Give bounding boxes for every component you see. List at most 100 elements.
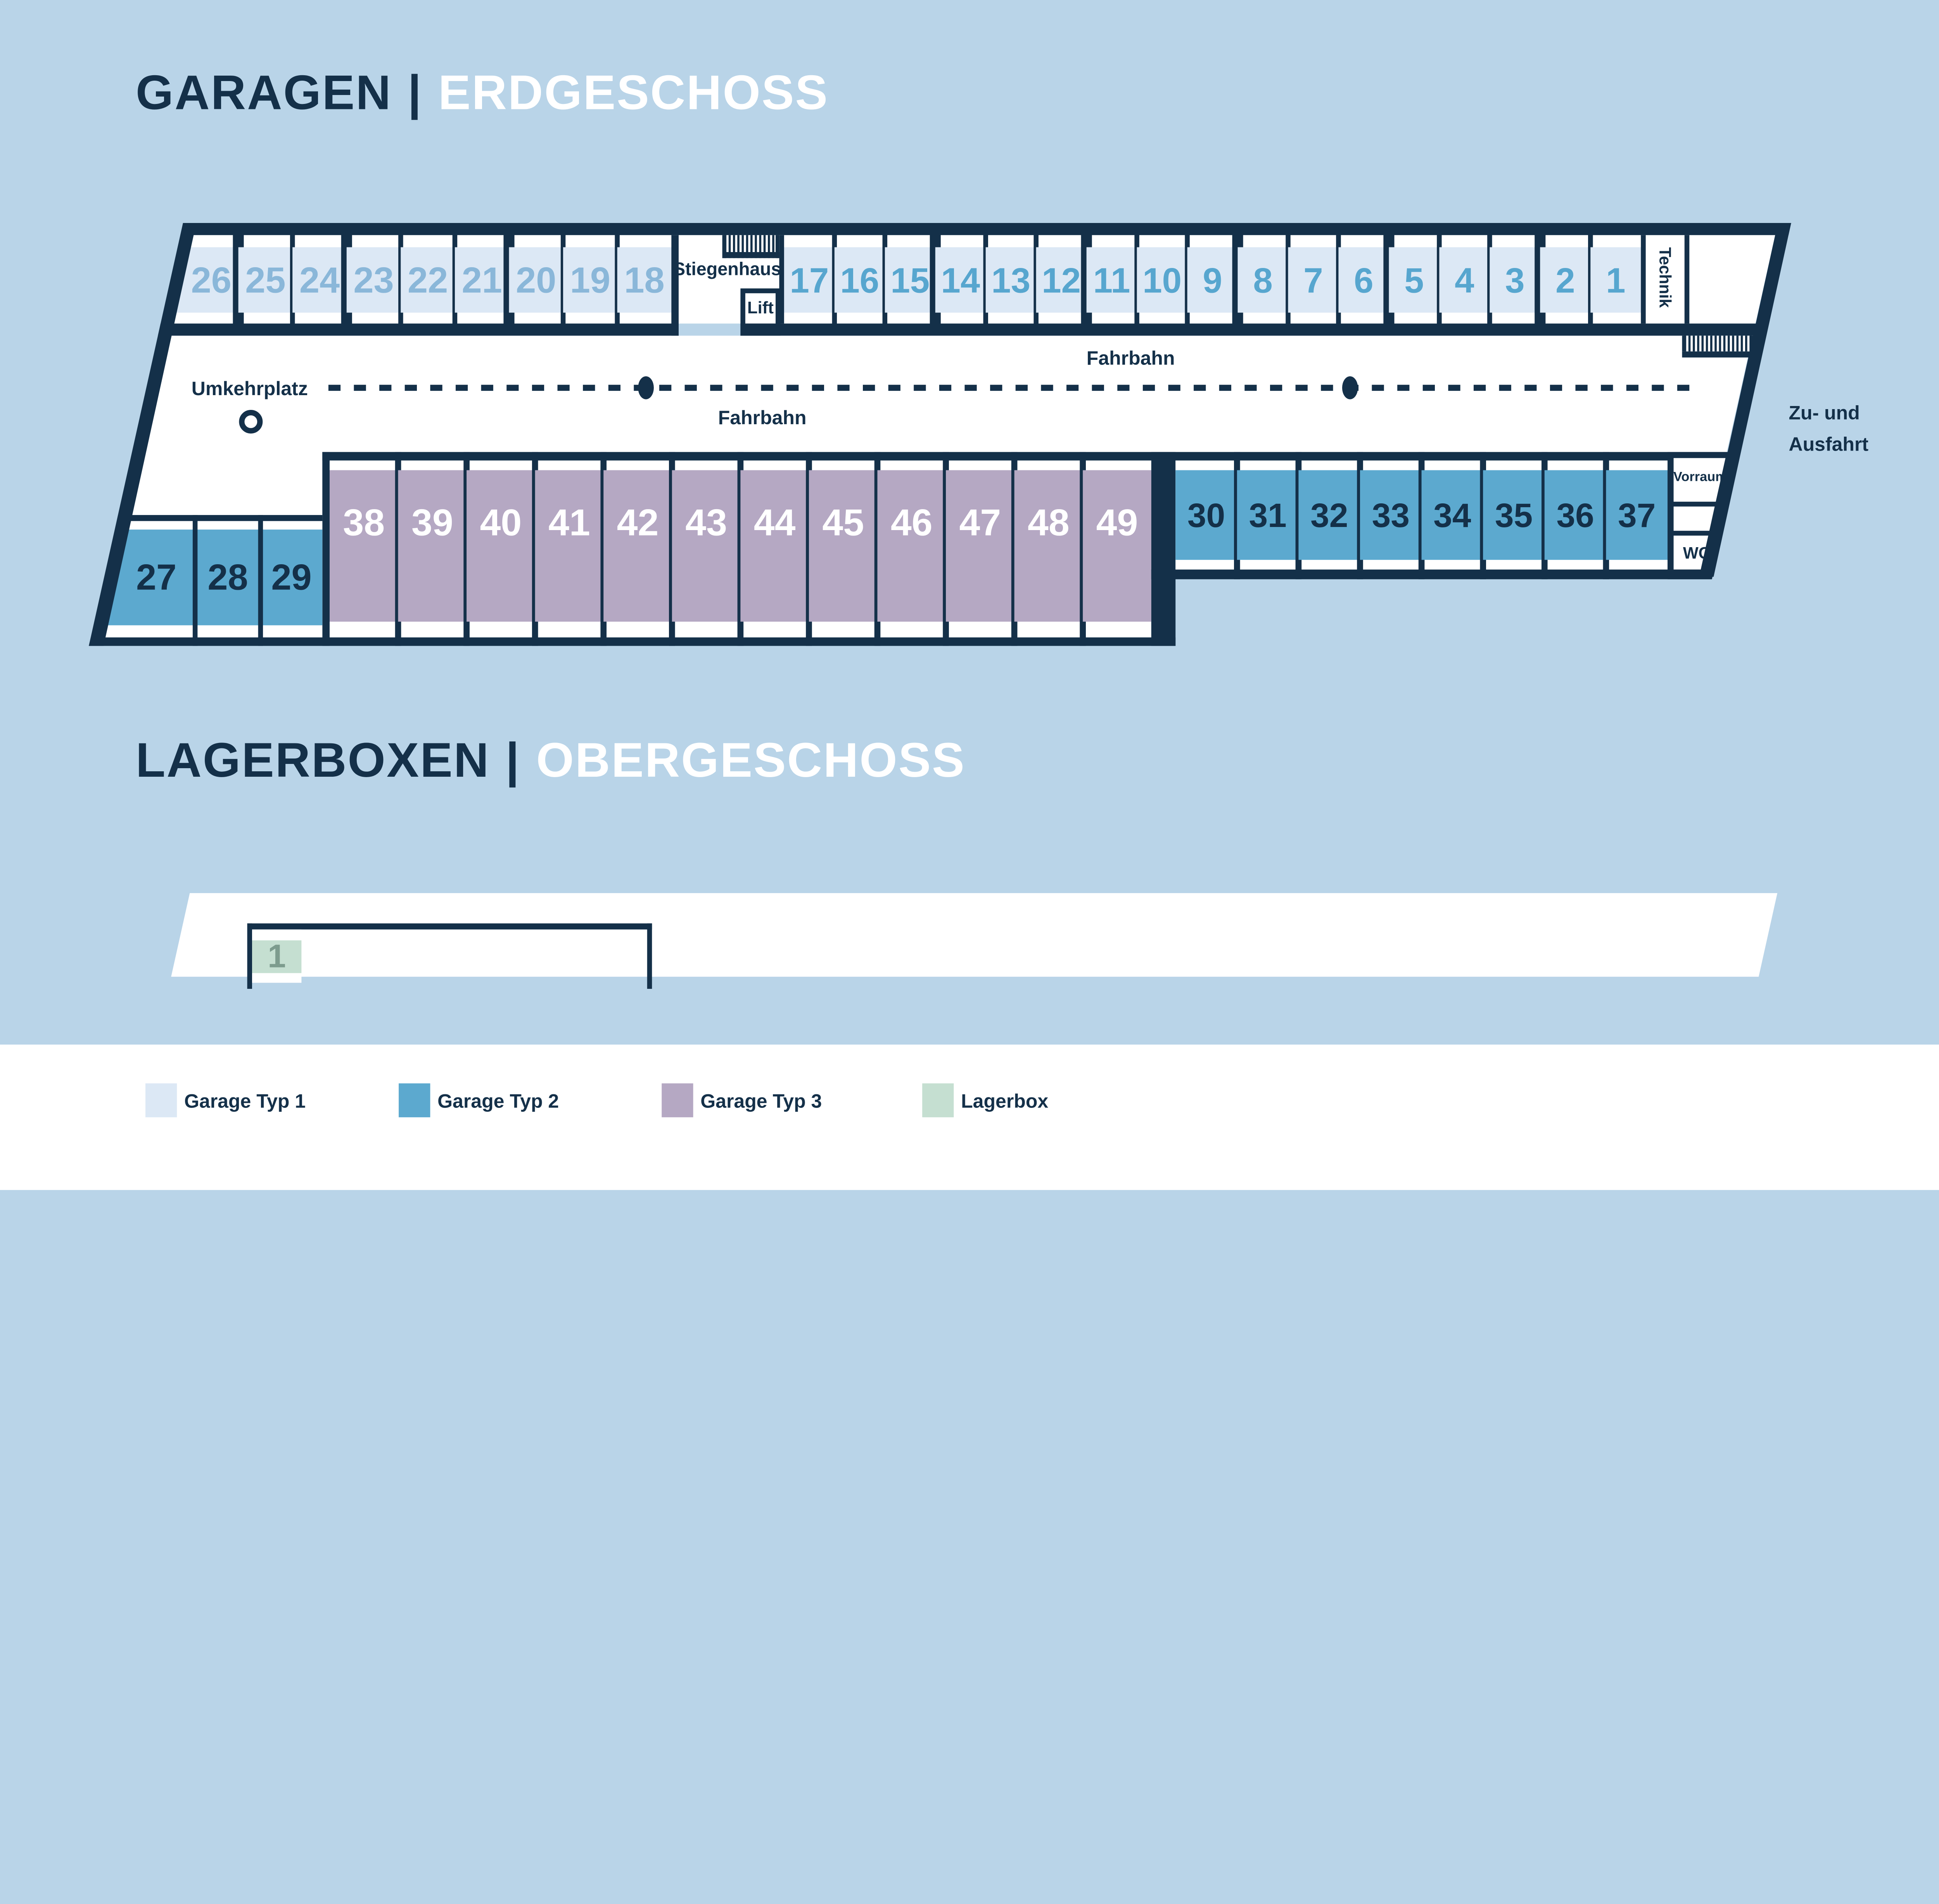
cell-number-31: 31 xyxy=(1249,496,1286,534)
eg-garage-cell-fill-45 xyxy=(809,470,878,622)
eg-garage-top-left-cell-fill-21 xyxy=(455,247,509,313)
cell-number-23: 23 xyxy=(353,260,394,301)
eg-outer-wall-right xyxy=(1700,223,1791,577)
cell-number-30: 30 xyxy=(1187,496,1225,534)
cell-number-9: 9 xyxy=(1203,261,1222,301)
eg-zufahrt-label-line2: Ausfahrt xyxy=(1789,434,1869,455)
title-separator: | xyxy=(408,66,422,120)
cell-number-10: 10 xyxy=(1142,261,1182,301)
eg-garage-top-right-cell-fill-10 xyxy=(1137,247,1187,313)
cell-number-29: 29 xyxy=(271,556,311,597)
eg-garage-top-left-group xyxy=(176,231,672,330)
legend-label-typ1: Garage Typ 1 xyxy=(184,1090,306,1112)
eg-vorraum-label: Vorraum xyxy=(1673,470,1727,484)
eg-wc-room xyxy=(1673,536,1708,570)
eg-anteroom-room xyxy=(1673,506,1715,531)
eg-garage-cell-fill-38 xyxy=(330,470,398,622)
legend-label-typ3: Garage Typ 3 xyxy=(700,1090,822,1112)
cell-number-42: 42 xyxy=(617,501,659,544)
eg-garage-cell-fill-42 xyxy=(603,470,672,622)
cell-number-41: 41 xyxy=(548,501,590,544)
og-interior xyxy=(171,893,1778,977)
cell-number-25: 25 xyxy=(245,260,285,301)
eg-garage-top-right-cell-fill-7 xyxy=(1288,247,1339,313)
cell-number-39: 39 xyxy=(411,501,453,544)
eg-garage-top-right-cell-fill-4 xyxy=(1439,247,1490,313)
eg-garage-top-right-cell-fill-14 xyxy=(935,247,986,313)
legend-swatch-typ2 xyxy=(399,1083,430,1118)
legend-label-lagerbox: Lagerbox xyxy=(961,1090,1048,1112)
cell-number-48: 48 xyxy=(1028,501,1070,544)
eg-garage-cell-fill-49 xyxy=(1083,470,1151,622)
cell-number-11: 11 xyxy=(1093,261,1130,301)
plan-erdgeschoss xyxy=(89,223,1791,646)
eg-garage-cell-fill-41 xyxy=(535,470,604,622)
legend-swatch-typ3 xyxy=(662,1083,693,1118)
title-erdgeschoss-light: ERDGESCHOSS xyxy=(438,66,829,119)
eg-fahrbahn-label-right: Fahrbahn xyxy=(1087,347,1175,369)
eg-lift-label: Lift xyxy=(747,298,774,317)
eg-garage-top-right-cell-fill-15 xyxy=(885,247,935,313)
eg-garage-cell-fill-48 xyxy=(1014,470,1083,622)
wall-divider xyxy=(192,515,198,646)
cell-number-22: 22 xyxy=(408,260,448,301)
cell-number-1: 1 xyxy=(1606,261,1625,301)
title-garagen-dark: GARAGEN xyxy=(136,66,392,119)
lane-marker-dot xyxy=(1342,376,1358,399)
cell-number-36: 36 xyxy=(1556,496,1594,534)
eg-garage-cell-fill-36 xyxy=(1544,470,1606,560)
eg-zufahrt-label-line1: Zu- und xyxy=(1789,402,1860,423)
eg-garage-cell-fill-32 xyxy=(1298,470,1360,560)
eg-garage-cell-fill-34 xyxy=(1421,470,1483,560)
legend: Garage Typ 1 Garage Typ 2 Garage Typ 3 L… xyxy=(0,1044,1939,1190)
legend-swatch-lagerbox xyxy=(922,1083,954,1118)
box-number-1: 1 xyxy=(268,938,286,974)
cell-number-21: 21 xyxy=(462,260,502,301)
eg-garage-top-left-cell-fill-19 xyxy=(563,247,617,313)
cell-number-8: 8 xyxy=(1253,261,1272,301)
eg-garage-cell-fill-33 xyxy=(1360,470,1422,560)
eg-garage-cell-fill-46 xyxy=(877,470,946,622)
legend-band xyxy=(0,1044,1939,1190)
cell-number-16: 16 xyxy=(840,261,879,301)
section-title-lagerboxen: LAGERBOXEN|OBERGESCHOSS xyxy=(136,733,966,788)
legend-label-typ2: Garage Typ 2 xyxy=(437,1090,559,1112)
eg-garage-top-left-cell-fill-25 xyxy=(238,247,293,313)
cell-number-17: 17 xyxy=(790,261,829,301)
eg-outer-wall-left xyxy=(89,223,197,646)
og-lagerbox-left-box-fill-1 xyxy=(252,940,302,973)
eg-garage-top-right-cell-fill-8 xyxy=(1237,247,1288,313)
eg-garage-top-right-cell-fill-16 xyxy=(834,247,885,313)
cell-number-14: 14 xyxy=(941,261,980,301)
eg-row-bottom-wall xyxy=(158,323,679,336)
cell-number-4: 4 xyxy=(1455,261,1474,301)
eg-garage-top-right-cell-fill-9 xyxy=(1187,247,1238,313)
eg-outer-wall-top xyxy=(183,223,1791,235)
cell-number-35: 35 xyxy=(1495,496,1533,534)
cell-number-5: 5 xyxy=(1404,261,1424,301)
eg-garage-top-right-cell-fill-3 xyxy=(1490,247,1540,313)
cell-number-47: 47 xyxy=(959,501,1001,544)
umkehrplatz-marker xyxy=(239,410,263,434)
cell-number-7: 7 xyxy=(1303,261,1323,301)
cell-number-34: 34 xyxy=(1433,496,1471,534)
eg-fahrbahn-label-left: Fahrbahn xyxy=(718,407,807,428)
cell-number-18: 18 xyxy=(624,260,664,301)
cell-number-46: 46 xyxy=(891,501,933,544)
section-title-garagen: GARAGEN | ERDGESCHOSS xyxy=(136,66,829,120)
eg-garage-top-right-cell-fill-17 xyxy=(784,247,835,313)
lane-marker-dot xyxy=(638,376,654,399)
eg-garage-cell-fill-31 xyxy=(1237,470,1299,560)
title-separator: | xyxy=(506,733,520,788)
eg-garage-top-left-cell-fill-26 xyxy=(176,247,238,313)
eg-garage-top-right-cell-fill-6 xyxy=(1338,247,1389,313)
eg-garage-top-right-cell-fill-5 xyxy=(1389,247,1440,313)
eg-garage-top-right-cell-fill-13 xyxy=(985,247,1036,313)
wall-divider xyxy=(671,235,679,336)
eg-midgroup-top-wall xyxy=(322,452,1176,461)
eg-garage-cell-fill-30 xyxy=(1175,470,1237,560)
eg-umkehrplatz-label: Umkehrplatz xyxy=(192,378,308,399)
eg-technik-label: Technik xyxy=(1656,247,1674,308)
cell-number-43: 43 xyxy=(685,501,727,544)
